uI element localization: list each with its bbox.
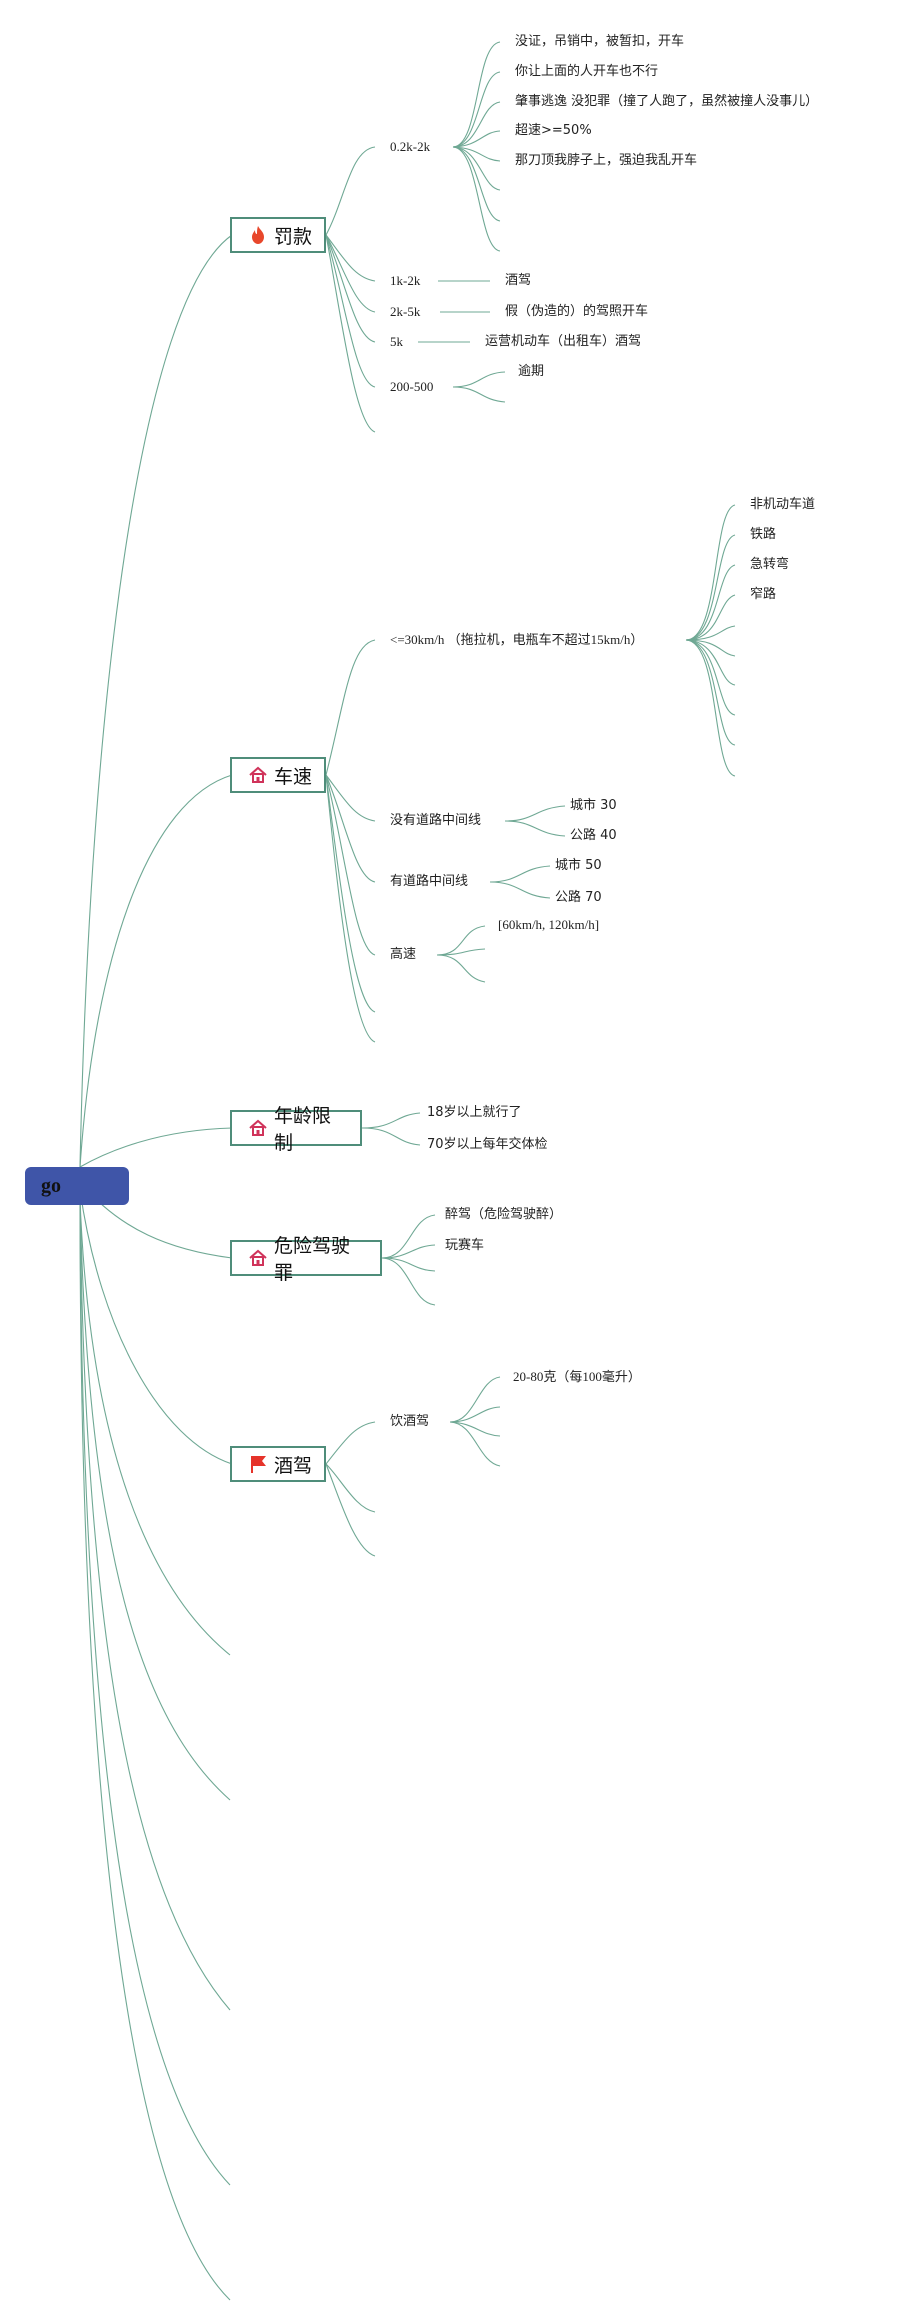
root-node[interactable]: go — [25, 1167, 129, 1205]
speed-leaf-item[interactable]: 铁路 — [750, 527, 777, 542]
speed-leaf-item[interactable]: 非机动车道 — [750, 497, 816, 512]
category-drunk[interactable]: 酒驾 — [230, 1446, 326, 1482]
root-label: go — [41, 1174, 61, 1197]
fines-branch-label[interactable]: 5k — [390, 334, 403, 349]
fines-leaf-item[interactable]: 没证，吊销中，被暂扣，开车 — [515, 34, 685, 49]
category-speed[interactable]: 车速 — [230, 757, 326, 793]
speed-leaf-item[interactable]: 公路 40 — [570, 828, 617, 843]
fines-leaf-item[interactable]: 假（伪造的）的驾照开车 — [505, 304, 649, 319]
danger-leaf-item[interactable]: 玩赛车 — [445, 1238, 485, 1253]
speed-leaf-item[interactable]: [60km/h, 120km/h] — [498, 917, 600, 932]
category-drunk-label: 酒驾 — [274, 1454, 313, 1477]
category-age-label: 年龄限制 — [274, 1105, 332, 1154]
fines-leaf-item[interactable]: 你让上面的人开车也不行 — [515, 64, 659, 79]
red-flag-icon — [248, 1454, 268, 1474]
category-danger-label: 危险驾驶罪 — [274, 1235, 351, 1284]
fines-branch-label[interactable]: 0.2k-2k — [390, 139, 431, 154]
house-icon — [248, 765, 268, 785]
fines-leaf-item[interactable]: 逾期 — [518, 364, 545, 379]
speed-leaf-item[interactable]: 城市 30 — [570, 798, 617, 813]
fines-leaf-item[interactable]: 酒驾 — [505, 273, 532, 288]
fines-leaf-item[interactable]: 运营机动车（出租车）酒驾 — [485, 334, 642, 349]
category-speed-label: 车速 — [274, 765, 313, 788]
speed-leaf-item[interactable]: 公路 70 — [555, 890, 602, 905]
speed-leaf-item[interactable]: 窄路 — [750, 587, 777, 602]
house-icon — [248, 1248, 268, 1268]
category-danger[interactable]: 危险驾驶罪 — [230, 1235, 382, 1284]
fire-icon — [248, 225, 268, 245]
speed-branch-label[interactable]: 没有道路中间线 — [390, 813, 482, 828]
speed-branch-label[interactable]: 高速 — [390, 947, 417, 962]
danger-leaf-item[interactable]: 醉驾（危险驾驶醉） — [445, 1207, 563, 1222]
fines-branch-label[interactable]: 2k-5k — [390, 304, 421, 319]
speed-branch-label[interactable]: <=30km/h （拖拉机，电瓶车不超过15km/h） — [390, 632, 644, 647]
age-leaf-item[interactable]: 70岁以上每年交体检 — [427, 1137, 548, 1152]
house-icon — [248, 1118, 268, 1138]
category-age[interactable]: 年龄限制 — [230, 1105, 362, 1154]
fines-branch-label[interactable]: 200-500 — [390, 379, 434, 394]
drunk-branch-label[interactable]: 饮酒驾 — [390, 1414, 430, 1429]
fines-leaf-item[interactable]: 肇事逃逸 没犯罪（撞了人跑了，虽然被撞人没事儿） — [515, 94, 819, 109]
speed-branch-label[interactable]: 有道路中间线 — [390, 874, 469, 889]
fines-branch-label[interactable]: 1k-2k — [390, 273, 421, 288]
drunk-leaf-item[interactable]: 20-80克（每100毫升） — [513, 1369, 641, 1384]
category-fines-label: 罚款 — [274, 225, 313, 248]
speed-leaf-item[interactable]: 城市 50 — [555, 858, 602, 873]
fines-leaf-item[interactable]: 那刀顶我脖子上，强迫我乱开车 — [515, 153, 698, 168]
fines-leaf-item[interactable]: 超速>=50% — [515, 123, 592, 138]
age-leaf-item[interactable]: 18岁以上就行了 — [427, 1105, 522, 1120]
speed-leaf-item[interactable]: 急转弯 — [750, 557, 790, 572]
category-fines[interactable]: 罚款 — [230, 217, 326, 253]
